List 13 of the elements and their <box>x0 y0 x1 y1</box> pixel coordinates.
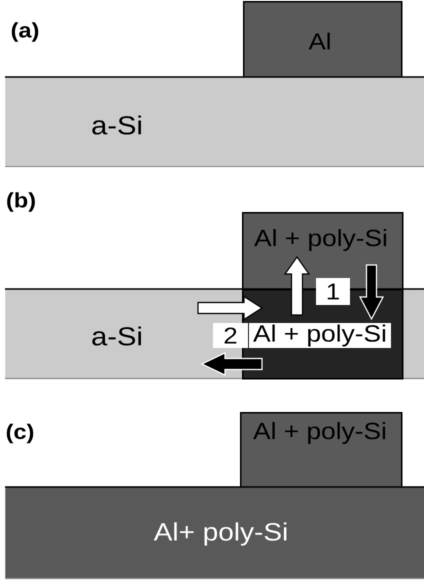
panel-label: (a) <box>12 22 38 42</box>
panel-label: (c) <box>6 424 34 444</box>
base-layer: a-Si <box>5 76 424 168</box>
block-arrow <box>359 264 384 320</box>
base-layer: Al+ poly-Si <box>5 486 424 580</box>
block-arrow <box>197 295 264 321</box>
callout-number: 2 <box>213 323 248 348</box>
top-block: Al <box>243 1 402 78</box>
panel-label: (b) <box>7 192 35 212</box>
block-arrow <box>200 352 263 376</box>
top-block: Al + poly-Si <box>240 412 402 488</box>
block-arrow <box>284 256 310 316</box>
callout-number: 1 <box>316 278 350 305</box>
